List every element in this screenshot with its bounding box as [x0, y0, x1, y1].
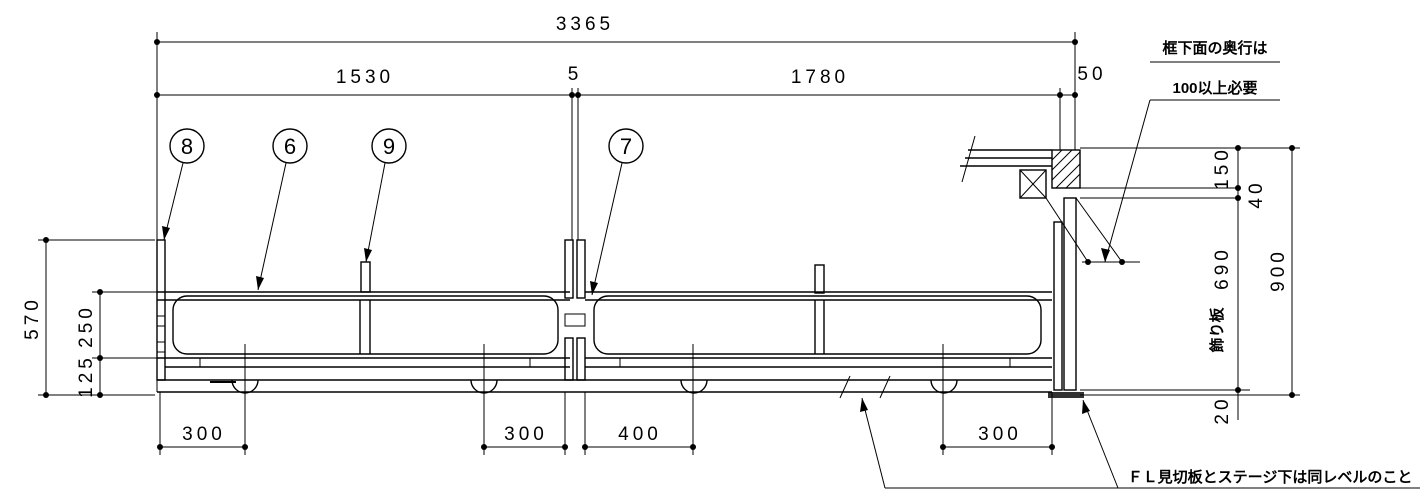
dimension-bottom-300a-text: 300 [182, 424, 226, 445]
note-floor-level: ＦＬ見切板とステージ下は同レベルのこと [860, 397, 1420, 489]
dimension-bottom-400-text: 400 [618, 424, 662, 445]
center-joint [564, 239, 586, 381]
callout-7: 7 [620, 134, 632, 159]
dimension-overall: 3365 [154, 14, 1078, 100]
floor-line [156, 375, 1052, 399]
dimension-bottom-300c-text: 300 [978, 424, 1022, 445]
dimension-left-span-text: 1530 [336, 67, 394, 88]
callout-6: 6 [284, 134, 296, 159]
note-frame-depth-line2: 100以上必要 [1172, 79, 1257, 97]
dimension-gap-text: 5 [568, 64, 583, 85]
callouts: 8 6 9 7 [162, 128, 644, 296]
dimension-right-900-text: 900 [1268, 248, 1289, 292]
dimension-right-vertical: 150 40 690 900 20 飾り板 [1080, 145, 1300, 425]
dimension-bottom: 300 300 400 300 [157, 392, 1055, 455]
dimension-mid-250-text: 250 [76, 304, 97, 348]
dimension-bottom-300b-text: 300 [504, 424, 548, 445]
dimension-overall-text: 3365 [556, 14, 614, 35]
note-frame-depth: 框下面の奥行は 100以上必要 [1101, 39, 1280, 263]
note-frame-depth-line1: 框下面の奥行は [1162, 39, 1267, 57]
label-decorative-board: 飾り板 [1208, 307, 1226, 353]
callout-9: 9 [383, 134, 395, 159]
dimension-right-20-text: 20 [1212, 395, 1233, 424]
dimension-bottom-125-text: 125 [76, 354, 97, 398]
dimension-end-text: 50 [1077, 64, 1106, 85]
callout-8: 8 [181, 134, 193, 159]
stage-unit-right [585, 264, 1052, 394]
dimension-right-40-text: 40 [1246, 179, 1267, 208]
dimension-right-span-text: 1780 [791, 67, 849, 88]
stage-unit-left [157, 261, 570, 394]
frame-hatch [1051, 149, 1081, 189]
dimension-height-total-text: 570 [22, 296, 43, 340]
dimension-right-150-text: 150 [1212, 146, 1233, 190]
dimension-left-vertical: 570 250 125 [22, 237, 160, 398]
left-leg-8 [156, 239, 166, 381]
dimension-row-spans: 1530 5 1780 50 [154, 64, 1106, 380]
right-frame [960, 135, 1140, 398]
dimension-right-690-text: 690 [1212, 246, 1233, 290]
note-floor-level-text: ＦＬ見切板とステージ下は同レベルのこと [1128, 468, 1413, 486]
